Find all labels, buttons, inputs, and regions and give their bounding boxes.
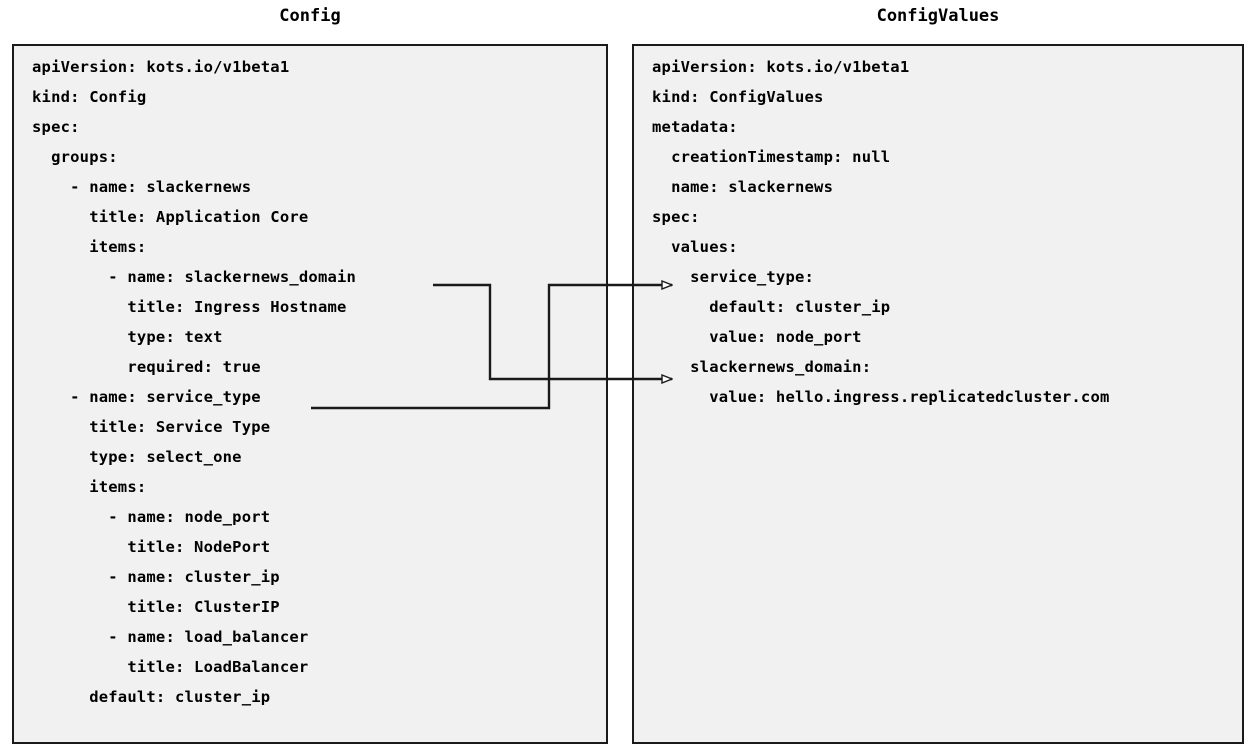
yaml-line: value: node_port xyxy=(652,328,862,346)
yaml-line: default: cluster_ip xyxy=(652,298,891,316)
yaml-line: items: xyxy=(32,238,147,256)
yaml-line: type: text xyxy=(32,328,223,346)
yaml-line: values: xyxy=(652,238,738,256)
yaml-line: spec: xyxy=(652,208,700,226)
yaml-line: metadata: xyxy=(652,118,738,136)
yaml-line: - name: load_balancer xyxy=(32,628,309,646)
yaml-line: creationTimestamp: null xyxy=(652,148,891,166)
yaml-line: required: true xyxy=(32,358,261,376)
yaml-line: title: Ingress Hostname xyxy=(32,298,347,316)
yaml-line: default: cluster_ip xyxy=(32,688,271,706)
yaml-line: kind: Config xyxy=(32,88,147,106)
yaml-line: title: LoadBalancer xyxy=(32,658,309,676)
yaml-line: - name: slackernews_domain xyxy=(32,268,357,286)
yaml-line: value: hello.ingress.replicatedcluster.c… xyxy=(652,388,1110,406)
configvalues-panel-title: ConfigValues xyxy=(876,6,1000,26)
yaml-line: title: ClusterIP xyxy=(32,598,280,616)
yaml-line: - name: service_type xyxy=(32,388,261,406)
yaml-line: title: NodePort xyxy=(32,538,271,556)
yaml-line: title: Application Core xyxy=(32,208,309,226)
config-panel: apiVersion: kots.io/v1beta1 kind: Config s… xyxy=(12,44,608,744)
configvalues-panel: apiVersion: kots.io/v1beta1 kind: ConfigV… xyxy=(632,44,1244,744)
yaml-line: - name: slackernews xyxy=(32,178,252,196)
yaml-line: - name: cluster_ip xyxy=(32,568,280,586)
yaml-line: title: Service Type xyxy=(32,418,271,436)
yaml-line: name: slackernews xyxy=(652,178,834,196)
configvalues-yaml-block: apiVersion: kots.io/v1beta1 kind: ConfigV… xyxy=(634,46,1242,412)
yaml-line: type: select_one xyxy=(32,448,242,466)
yaml-line: items: xyxy=(32,478,147,496)
yaml-line: groups: xyxy=(32,148,118,166)
yaml-line: service_type: xyxy=(652,268,815,286)
yaml-line: apiVersion: kots.io/v1beta1 xyxy=(32,58,290,76)
yaml-line: spec: xyxy=(32,118,80,136)
yaml-line: slackernews_domain: xyxy=(652,358,872,376)
yaml-line: - name: node_port xyxy=(32,508,271,526)
config-yaml-block: apiVersion: kots.io/v1beta1 kind: Config s… xyxy=(14,46,606,712)
config-panel-title: Config xyxy=(279,6,341,26)
yaml-line: apiVersion: kots.io/v1beta1 xyxy=(652,58,910,76)
yaml-line: kind: ConfigValues xyxy=(652,88,824,106)
